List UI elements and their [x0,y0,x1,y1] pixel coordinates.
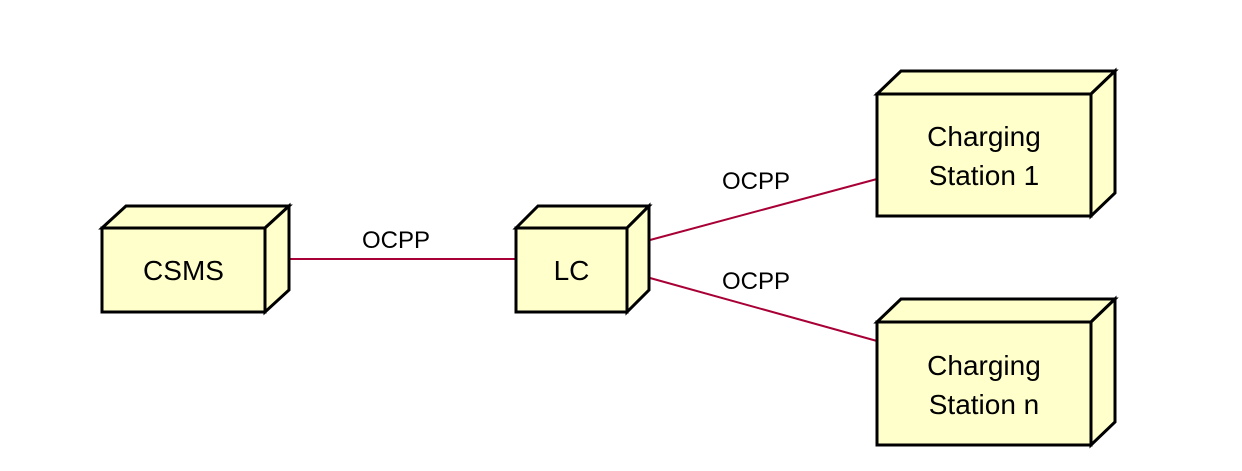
edge-lc-csn: OCPP [649,268,878,342]
node-label: CSMS [143,255,224,286]
node-front-face [875,320,1093,447]
node-top-face [873,297,1119,324]
node-top-face [98,204,293,230]
node-side-face [1089,295,1117,449]
node-label: LC [554,255,590,286]
node-csms: CSMS [98,202,293,316]
node-label: Charging [927,121,1041,152]
node-charging-station-n: Charging Station n [873,295,1119,449]
node-front-face [100,226,267,314]
edge-label: OCPP [722,268,790,295]
connector-line [649,178,878,241]
edge-label: OCPP [722,168,790,195]
node-lc: LC [512,202,653,316]
edge-label: OCPP [362,227,430,254]
edge-lc-cs1: OCPP [649,168,878,241]
node-label: Station n [929,389,1040,420]
node-side-face [1089,67,1117,220]
node-charging-station-1: Charging Station 1 [873,67,1119,220]
node-label: Charging [927,350,1041,381]
node-front-face [875,92,1093,218]
connector-line [649,277,878,342]
node-label: Station 1 [929,160,1040,191]
node-front-face [514,226,629,314]
edge-csms-lc: OCPP [289,227,516,260]
node-top-face [873,69,1119,96]
